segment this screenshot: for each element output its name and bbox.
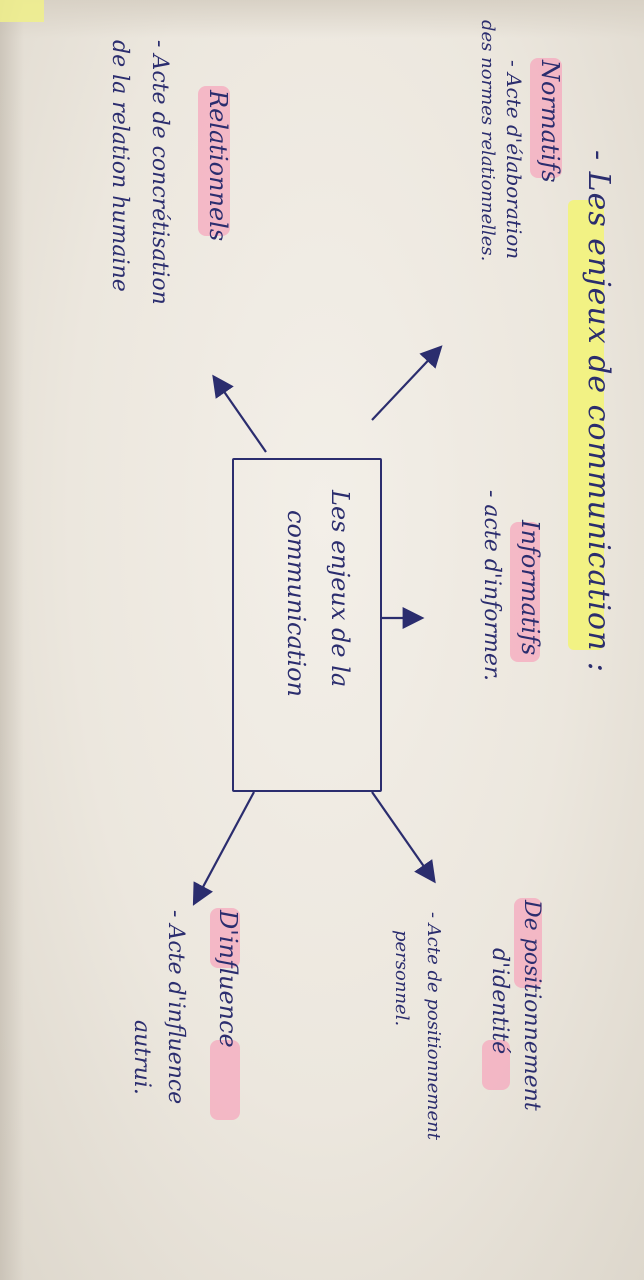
arrow-to-normatifs [371,345,443,421]
arrow-to-relationnels [212,374,267,453]
arrow-to-influence [192,791,255,906]
arrow-to-positionnement [371,791,436,884]
paper-shadow-top [0,0,644,38]
paper-shadow-left [0,0,24,1280]
corner-highlight [0,0,44,22]
